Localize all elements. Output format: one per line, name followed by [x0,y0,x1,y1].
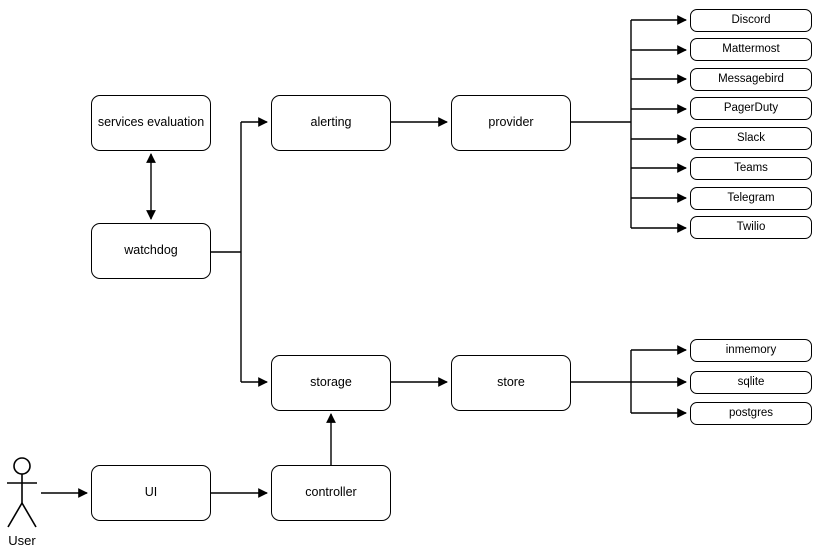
node-store-target-label: postgres [728,407,774,420]
node-provider-target-label: Teams [734,162,768,175]
node-store-target-label: sqlite [737,376,765,389]
node-controller[interactable]: controller [271,465,391,521]
node-store-target[interactable]: postgres [690,402,812,425]
node-store-target[interactable]: sqlite [690,371,812,394]
node-store[interactable]: store [451,355,571,411]
node-provider-target[interactable]: Messagebird [690,68,812,91]
node-provider-target[interactable]: Twilio [690,216,812,239]
node-provider-target[interactable]: Mattermost [690,38,812,61]
actor-user: User [0,455,52,550]
node-storage-label: storage [310,375,352,390]
node-provider-target-label: PagerDuty [723,102,779,115]
node-provider-target-label: Discord [731,14,771,27]
node-provider-target-label: Messagebird [718,73,784,86]
node-services-evaluation-label: services evaluation [97,115,205,130]
node-storage[interactable]: storage [271,355,391,411]
actor-user-label: User [8,533,36,548]
node-ui-label: UI [144,485,158,500]
node-watchdog[interactable]: watchdog [91,223,211,279]
node-ui[interactable]: UI [91,465,211,521]
node-alerting[interactable]: alerting [271,95,391,151]
node-provider-target[interactable]: Slack [690,127,812,150]
node-store-target-label: inmemory [725,344,777,357]
node-watchdog-label: watchdog [124,243,178,258]
node-provider-target[interactable]: Discord [690,9,812,32]
node-controller-label: controller [305,485,357,500]
node-provider-target-label: Mattermost [722,43,780,56]
node-provider-target[interactable]: PagerDuty [690,97,812,120]
node-provider-target[interactable]: Telegram [690,187,812,210]
node-provider-target-label: Slack [736,132,766,145]
node-provider-target-label: Twilio [736,221,766,234]
node-provider-target-label: Telegram [727,192,775,205]
node-store-label: store [497,375,525,390]
node-provider-target[interactable]: Teams [690,157,812,180]
node-alerting-label: alerting [310,115,352,130]
node-services-evaluation[interactable]: services evaluation [91,95,211,151]
node-store-target[interactable]: inmemory [690,339,812,362]
node-provider-label: provider [488,115,534,130]
node-provider[interactable]: provider [451,95,571,151]
